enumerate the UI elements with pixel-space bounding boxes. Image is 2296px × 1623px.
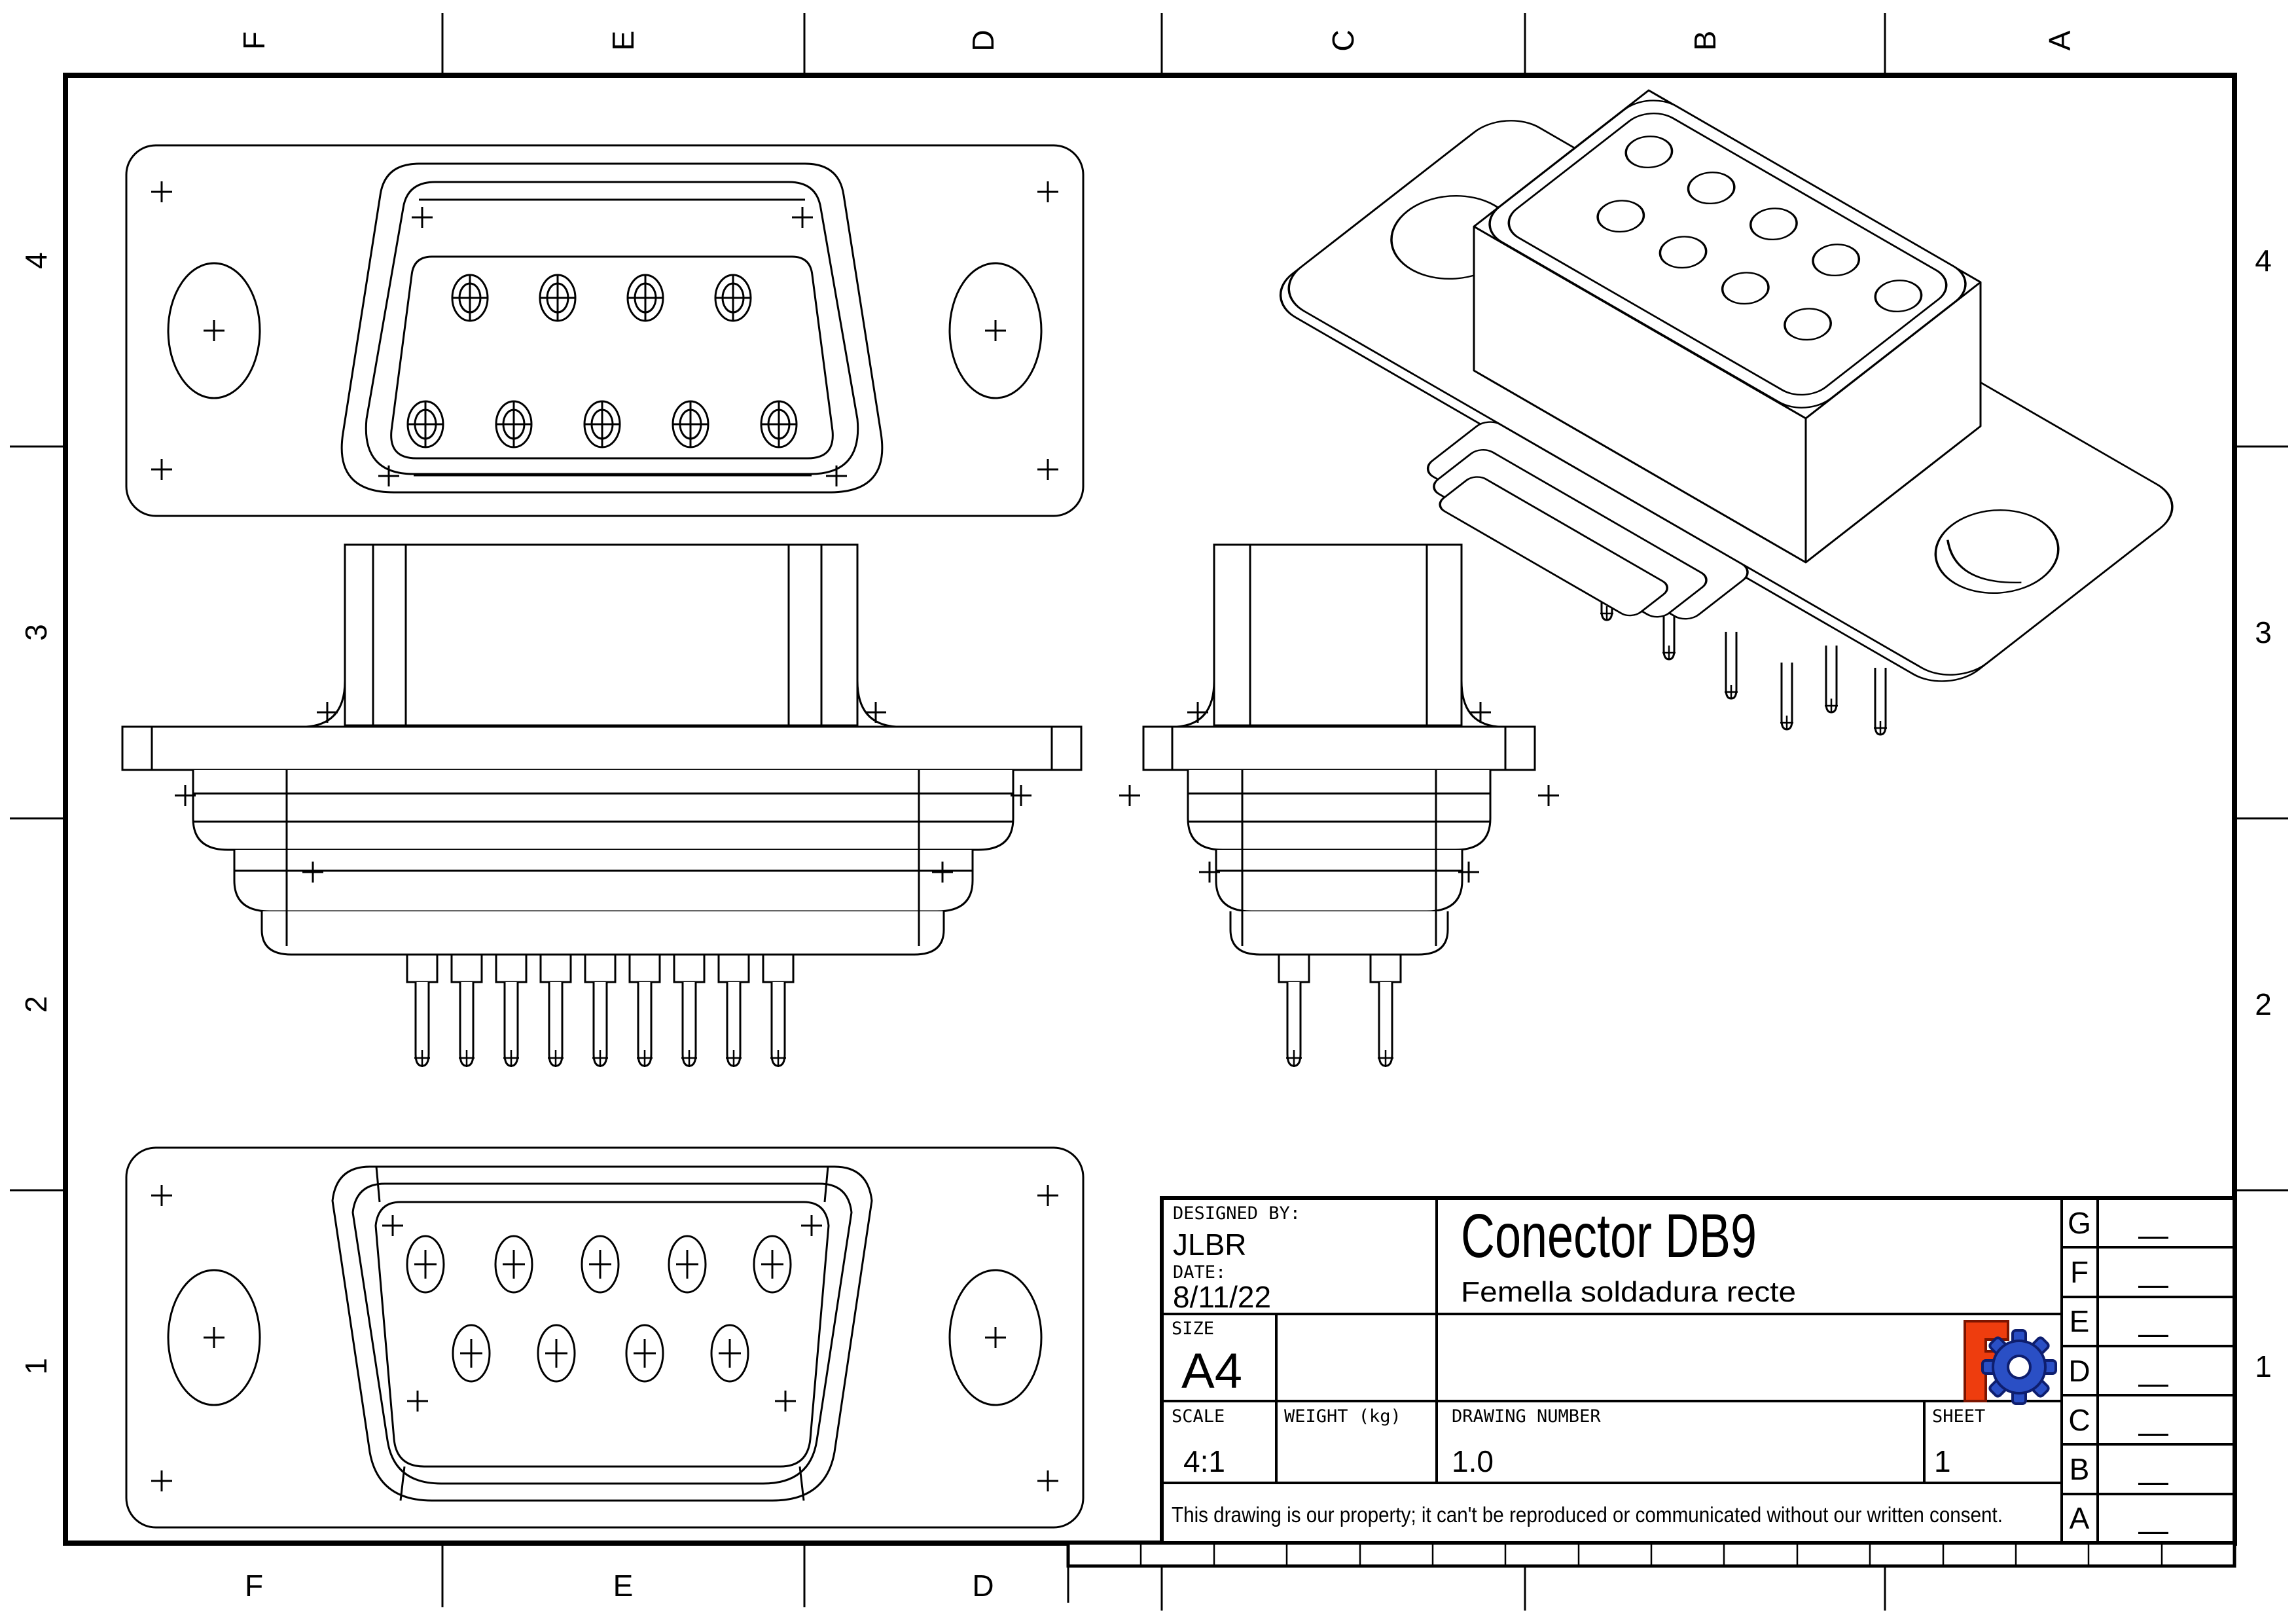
zone-label: 4 — [2255, 244, 2272, 278]
graduation-strip — [1066, 1541, 2236, 1568]
revision-zone: B — [2070, 1452, 2090, 1486]
view-back-face — [125, 144, 1085, 517]
gear-icon — [1981, 1329, 2057, 1405]
iso-top-face — [1488, 100, 1967, 409]
mounting-hole — [948, 262, 1043, 399]
zone-labels-left: 4 3 2 1 — [19, 252, 53, 1375]
revision-table: G F E D C B A — — — — — — — — [2068, 1206, 2168, 1547]
zone-labels-right: 4 3 2 1 — [2255, 244, 2272, 1383]
zone-ticks-sides — [10, 445, 2288, 1192]
zone-label: 2 — [19, 996, 53, 1013]
zone-label: 1 — [2255, 1349, 2272, 1383]
zone-labels-bottom: F E D — [245, 1569, 994, 1603]
mounting-hole — [167, 1269, 261, 1406]
mounting-hole — [948, 1269, 1043, 1406]
mounting-hole — [167, 262, 261, 399]
revision-value: — — [2138, 1218, 2168, 1252]
pins-row — [406, 953, 795, 1068]
revision-zone: A — [2070, 1501, 2090, 1535]
mounting-hole — [1934, 509, 2060, 594]
zone-labels-top: F E D C B A — [237, 29, 2077, 51]
zone-label: E — [606, 31, 640, 51]
scale-label: SCALE — [1172, 1406, 1225, 1427]
date-value: 8/11/22 — [1173, 1280, 1271, 1314]
revision-zone: E — [2070, 1304, 2090, 1338]
size-value: A4 — [1181, 1343, 1242, 1399]
revision-value: — — [2138, 1415, 2168, 1449]
zone-label: 3 — [19, 624, 53, 641]
drawing-title: Conector DB9 — [1461, 1201, 1757, 1271]
date-label: DATE: — [1173, 1262, 1226, 1283]
view-side — [1118, 543, 1560, 1068]
view-front-face — [125, 1146, 1085, 1529]
weight-label: WEIGHT (kg) — [1284, 1406, 1401, 1427]
revision-zone: G — [2068, 1206, 2091, 1240]
scale-value: 4:1 — [1183, 1444, 1225, 1478]
revision-zone: F — [2070, 1255, 2089, 1289]
designed-by-value: JLBR — [1173, 1228, 1246, 1262]
view-front-elevation — [121, 543, 1083, 1068]
zone-label: F — [237, 31, 271, 50]
freecad-logo — [1964, 1320, 2057, 1405]
zone-label: 1 — [19, 1358, 53, 1375]
sheet-value: 1 — [1934, 1444, 1951, 1478]
sheet-label: SHEET — [1932, 1406, 1985, 1427]
designed-by-label: DESIGNED BY: — [1173, 1203, 1300, 1224]
pins-row — [1278, 953, 1402, 1068]
zone-label: 2 — [2255, 987, 2272, 1021]
revision-value: — — [2138, 1464, 2168, 1498]
view-isometric — [1279, 89, 2174, 737]
zone-label: D — [966, 29, 1000, 51]
revision-zone: D — [2068, 1354, 2090, 1388]
revision-value: — — [2138, 1366, 2168, 1400]
revision-zone: C — [2068, 1403, 2090, 1437]
revision-value: — — [2138, 1267, 2168, 1301]
revision-value: — — [2138, 1513, 2168, 1547]
disclaimer-text: This drawing is our property; it can't b… — [1172, 1503, 2003, 1527]
drawing-number-value: 1.0 — [1452, 1444, 1494, 1478]
zone-label: A — [2043, 30, 2077, 50]
title-block: DESIGNED BY: JLBR DATE: 8/11/22 Conector… — [1160, 1196, 2236, 1547]
zone-label: E — [613, 1569, 634, 1603]
zone-label: 3 — [2255, 615, 2272, 649]
zone-label: 4 — [19, 252, 53, 269]
revision-value: — — [2138, 1316, 2168, 1350]
zone-ticks-top — [441, 13, 1886, 75]
size-label: SIZE — [1172, 1319, 1214, 1339]
zone-label: B — [1688, 31, 1722, 51]
zone-label: D — [972, 1569, 994, 1603]
zone-label: C — [1326, 29, 1360, 51]
drawing-subtitle: Femella soldadura recte — [1461, 1276, 1796, 1308]
zone-label: F — [245, 1569, 263, 1603]
iso-socket-holes — [1596, 136, 1923, 341]
drawing-number-label: DRAWING NUMBER — [1452, 1406, 1601, 1427]
